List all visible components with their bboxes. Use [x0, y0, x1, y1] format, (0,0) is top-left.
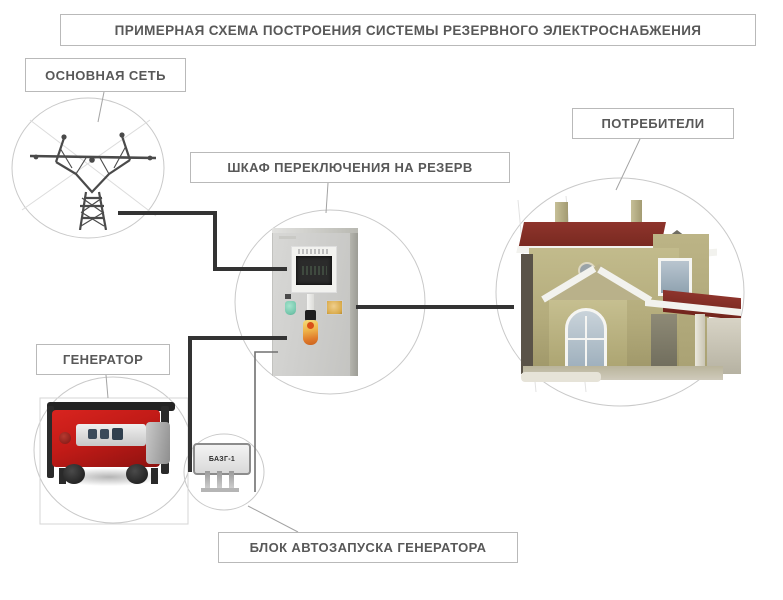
leader-autostart [247, 505, 299, 533]
label-autostart: БЛОК АВТОЗАПУСКА ГЕНЕРАТОРА [218, 532, 518, 563]
cabinet-led-marker [285, 294, 291, 299]
generator-leg-right [151, 468, 158, 484]
generator-socket-b [100, 429, 109, 439]
wire-autostart-to-cabinet [254, 351, 278, 492]
cabinet-display-caption [298, 249, 330, 254]
cabinet-display-readout [302, 266, 327, 275]
autostart-base [201, 488, 239, 492]
cabinet-top-edge [272, 228, 358, 233]
generator-frame-top [47, 402, 175, 411]
diagram-title: ПРИМЕРНАЯ СХЕМА ПОСТРОЕНИЯ СИСТЕМЫ РЕЗЕР… [60, 14, 756, 46]
cabinet-display-screen [296, 256, 332, 285]
power-transmission-tower-icon [14, 100, 169, 231]
generator-fuel-cap [59, 432, 71, 444]
cabinet-brand-mark [279, 236, 296, 239]
cabinet-switch-body [305, 310, 316, 321]
label-generator: ГЕНЕРАТОР [36, 344, 170, 375]
cabinet-display-frame [291, 246, 337, 293]
house-icon [503, 196, 741, 388]
autostart-controller-icon: БАЗГ-1 [193, 443, 257, 503]
label-switch-cabinet: ШКАФ ПЕРЕКЛЮЧЕНИЯ НА РЕЗЕРВ [190, 152, 510, 183]
cabinet-side-panel [350, 232, 358, 376]
electrical-switch-cabinet-icon [272, 228, 358, 376]
house-window-mullion-horizontal [567, 338, 605, 340]
leader-main-grid [97, 91, 105, 123]
leader-generator [105, 374, 109, 399]
generator-socket-c [112, 428, 123, 440]
cabinet-knob-center [307, 322, 314, 329]
generator-frame-left [47, 406, 54, 478]
leader-consumers [615, 138, 641, 191]
cabinet-rotary-knob-icon [303, 320, 318, 345]
house-porch-column [695, 314, 705, 376]
generator-engine-block [146, 422, 170, 464]
cabinet-circle-frame [234, 209, 426, 395]
autostart-leg-1 [205, 471, 210, 489]
house-wall-shadow-side [521, 254, 533, 374]
house-foreground-patch [521, 372, 601, 382]
cabinet-green-indicator-icon [285, 301, 296, 315]
autostart-device-body: БАЗГ-1 [193, 443, 251, 475]
house-chimney-left [555, 202, 568, 228]
house-entrance-door [651, 314, 677, 374]
generator-leg-left [59, 468, 66, 484]
house-chimney-right [631, 200, 642, 226]
wire-tower-to-cabinet [118, 211, 287, 271]
portable-generator-icon [43, 402, 183, 492]
generator-socket-a [88, 429, 97, 439]
generator-wheel-right [126, 464, 148, 484]
house-circle-frame [495, 177, 745, 407]
leader-switch-cabinet [325, 182, 329, 214]
label-main-grid: ОСНОВНАЯ СЕТЬ [25, 58, 186, 92]
generator-wheel-left [63, 464, 85, 484]
house-garage-section [707, 318, 741, 374]
house-window-mullion-vertical [585, 316, 587, 368]
cabinet-switch-stem [307, 294, 314, 310]
label-consumers: ПОТРЕБИТЕЛИ [572, 108, 734, 139]
autostart-leg-2 [217, 471, 222, 489]
wire-generator-to-cabinet [188, 336, 287, 472]
autostart-device-label: БАЗГ-1 [208, 455, 236, 463]
tower-circle-frame [11, 97, 165, 239]
cabinet-amber-button-icon [326, 300, 343, 315]
autostart-leg-3 [229, 471, 234, 489]
autostart-circle-frame [183, 433, 265, 511]
